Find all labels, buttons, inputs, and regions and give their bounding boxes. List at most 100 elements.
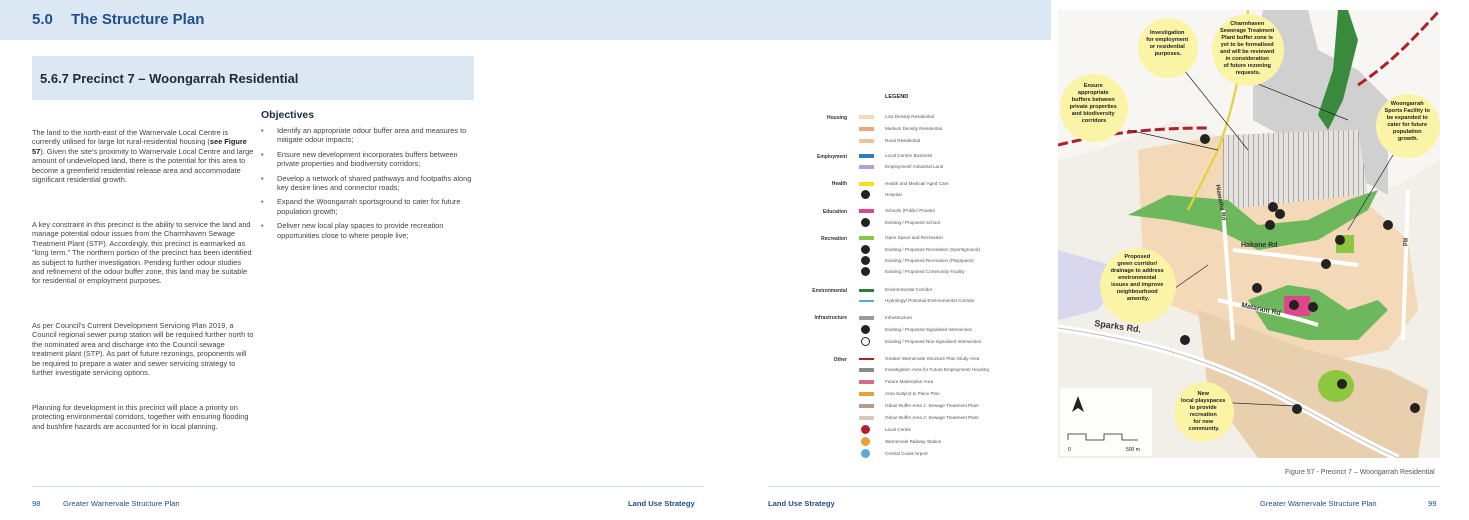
swatch-place-plan <box>859 392 874 396</box>
callout-investigation <box>1138 18 1198 78</box>
legend-category-housing: Housing <box>827 115 847 121</box>
paragraph-3: As per Council's Current Development Ser… <box>32 321 254 378</box>
intersection-icon <box>1292 404 1302 414</box>
page-number-left: 98 <box>32 499 41 508</box>
swatch-odour-1 <box>859 404 874 408</box>
callout-ensure <box>1060 74 1128 142</box>
airport-icon <box>861 449 870 458</box>
swatch-employment-land <box>859 165 874 169</box>
facility-marker-icon <box>1383 220 1393 230</box>
legend-label: Health and Medical/ Aged Care <box>885 181 949 186</box>
investigation-area <box>1223 130 1368 210</box>
legend-label: Future Masterplan Area <box>885 379 934 384</box>
low-density-residential <box>1138 135 1418 365</box>
objective-item: Ensure new development incorporates buff… <box>261 150 476 169</box>
sportsground-icon <box>1335 235 1345 245</box>
intersection-icon <box>1410 403 1420 413</box>
legend-label: Infrastructure <box>885 315 913 320</box>
legend-label: Low Density Residential <box>885 114 935 119</box>
scale-label-zero: 0 <box>1068 447 1071 453</box>
local-centre-pin-icon <box>861 425 870 434</box>
legend-category-infrastructure: Infrastructure <box>814 315 847 321</box>
legend-label: Investigation Area for Future Employment… <box>885 367 989 372</box>
community-facility-icon <box>861 267 870 276</box>
environmental-corridor <box>1318 10 1358 130</box>
map-icons <box>1180 134 1420 414</box>
paragraph-1: The land to the north-east of the Warner… <box>32 128 254 184</box>
page-number-right: 99 <box>1428 499 1437 508</box>
objective-item: Expand the Woongarrah sportsground to ca… <box>261 197 476 216</box>
study-area-boundary-east <box>1357 10 1440 87</box>
swatch-infrastructure <box>859 316 874 320</box>
hiawatha-road <box>1221 209 1235 341</box>
facility-marker-icon <box>1268 202 1278 212</box>
legend-label: Area Subject to Place Plan <box>885 391 940 396</box>
north-arrow-icon <box>1072 396 1084 412</box>
sparks-road-edge <box>1058 327 1399 458</box>
footer-doc-title-left: Greater Warnervale Structure Plan <box>63 499 180 508</box>
facility-marker-icon <box>1321 259 1331 269</box>
callout-newplay <box>1174 382 1234 442</box>
callout-charmhaven-text: Charmhaven Sewerage Treatment Plant buff… <box>1220 21 1276 76</box>
facility-marker-icon <box>1289 300 1299 310</box>
legend-category-health: Health <box>831 181 847 187</box>
swatch-masterplan <box>859 380 874 384</box>
callout-proposed <box>1100 248 1176 324</box>
section-number: 5.0 <box>32 11 53 28</box>
swatch-low-density <box>859 115 874 119</box>
objectives-list: Identify an appropriate odour buffer are… <box>261 126 476 245</box>
footer-rule-right <box>768 486 1440 487</box>
section-header-band <box>0 0 1051 40</box>
callout-proposed-text: Proposed green corridor/ drainage to add… <box>1111 254 1166 302</box>
callout-charmhaven <box>1212 14 1284 86</box>
objectives-heading: Objectives <box>261 109 315 121</box>
legend-label: Warnervale Railway Station <box>885 439 942 444</box>
swatch-health <box>859 182 874 186</box>
hospital-icon <box>861 190 870 199</box>
paragraph-2: A key constraint in this precinct is the… <box>32 220 252 286</box>
paragraph-4: Planning for development in this precinc… <box>32 403 249 431</box>
legend-label: Environmental Corridor <box>885 287 933 292</box>
legend-label: Local Centre <box>885 427 912 432</box>
callout-newplay-text: New local playspaces to provide recreati… <box>1181 391 1227 432</box>
legend-label: Hospital <box>885 192 902 197</box>
footer-section-left: Land Use Strategy <box>628 499 695 508</box>
legend-category-other: Other <box>833 357 847 363</box>
school-icon <box>861 218 870 227</box>
callout-woongarrah-text: Woongarrah Sports Facility to be expande… <box>1385 101 1432 142</box>
signalised-intersection-icon <box>861 325 870 334</box>
legend-category-environmental: Environmental <box>812 288 847 294</box>
footer-section-right: Land Use Strategy <box>768 499 835 508</box>
green-corridor-south <box>1248 285 1388 340</box>
legend-label: Employment/ Industrial Land <box>885 164 944 169</box>
swatch-medium-density <box>859 127 874 131</box>
footer-doc-title-right: Greater Warnervale Structure Plan <box>1260 499 1377 508</box>
hakone-road <box>1232 248 1359 267</box>
paragraph-1-text-b: ). Given the site's proximity to Warnerv… <box>32 146 254 185</box>
playspace-icon <box>861 256 870 265</box>
legend-label: Greater Warnervale Structure Plan Study … <box>885 356 980 361</box>
railway-station-icon <box>861 437 870 446</box>
legend-category-employment: Employment <box>816 154 847 160</box>
callout-investigation-text: Investigation for employment or resident… <box>1146 30 1190 57</box>
paragraph-1-text-a: The land to the north-east of the Warner… <box>32 128 229 147</box>
swatch-hydrology <box>859 300 874 302</box>
swatch-open-space <box>859 236 874 240</box>
facility-marker-icon <box>1275 209 1285 219</box>
legend-label: Existing / Proposed Recreation (Playspac… <box>885 258 974 263</box>
objective-item: Develop a network of shared pathways and… <box>261 174 476 193</box>
callout-woongarrah <box>1376 94 1440 158</box>
school-icon <box>1308 302 1318 312</box>
legend-label: Existing / Proposed Recreation (Sportsgr… <box>885 247 980 252</box>
playspace-area <box>1318 370 1354 402</box>
non-signalised-intersection-icon <box>861 337 870 346</box>
legend-label: Existing / Proposed Signalised Intersect… <box>885 327 973 332</box>
scale-label-end: 500 m <box>1126 447 1140 453</box>
road-label-east: Rd <box>1401 238 1407 246</box>
study-area-boundary <box>1058 126 1209 147</box>
swatch-investigation <box>859 368 874 372</box>
legend-category-recreation: Recreation <box>821 236 847 242</box>
swatch-schools <box>859 209 874 213</box>
intersection-icon <box>1180 335 1190 345</box>
legend-label: Hydrology/ Potential Environmental Corri… <box>885 298 975 303</box>
